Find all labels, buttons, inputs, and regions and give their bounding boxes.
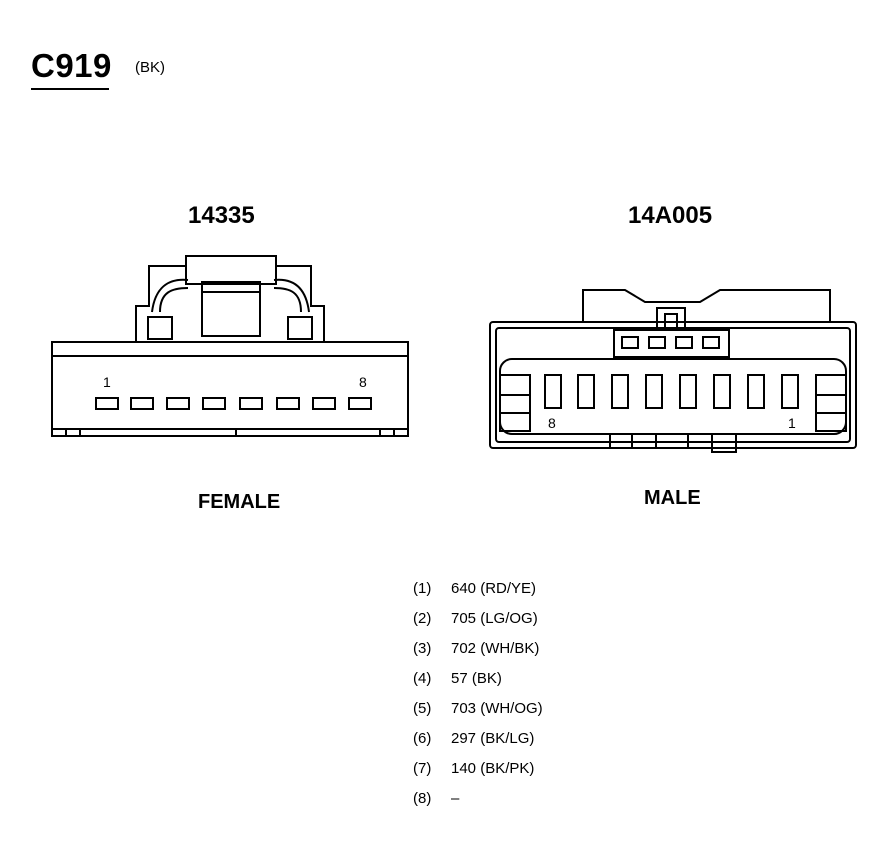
male-terminal bbox=[544, 374, 562, 409]
male-terminal bbox=[679, 374, 697, 409]
pinout-row: (5) 703 (WH/OG) bbox=[413, 694, 543, 724]
female-cavity bbox=[130, 397, 154, 410]
pin-number: (3) bbox=[413, 640, 432, 657]
male-terminal bbox=[713, 374, 731, 409]
female-pin-first-label: 1 bbox=[103, 374, 111, 390]
female-cavity bbox=[348, 397, 372, 410]
pin-number: (6) bbox=[413, 730, 432, 747]
male-pin-last-label: 1 bbox=[788, 415, 796, 431]
pin-circuit: 640 (RD/YE) bbox=[451, 580, 537, 597]
male-terminal-row bbox=[544, 374, 799, 409]
pinout-row: (2) 705 (LG/OG) bbox=[413, 604, 543, 634]
male-part-number: 14A005 bbox=[628, 202, 713, 229]
pinout-row: (6) 297 (BK/LG) bbox=[413, 724, 543, 754]
female-label: FEMALE bbox=[198, 491, 281, 513]
female-cavity bbox=[276, 397, 300, 410]
connector-id: C919 bbox=[31, 47, 112, 84]
male-terminal bbox=[611, 374, 629, 409]
pin-circuit: 705 (LG/OG) bbox=[451, 610, 538, 627]
pinout-row: (3) 702 (WH/BK) bbox=[413, 634, 543, 664]
pin-circuit: 703 (WH/OG) bbox=[451, 700, 543, 717]
pinout-row: (7) 140 (BK/PK) bbox=[413, 754, 543, 784]
female-cavity bbox=[166, 397, 190, 410]
female-connector-drawing bbox=[51, 255, 409, 437]
male-terminal bbox=[747, 374, 765, 409]
female-cavity bbox=[312, 397, 336, 410]
pinout-list: (1) 640 (RD/YE) (2) 705 (LG/OG) (3) 702 (WH… bbox=[413, 574, 543, 814]
female-part-number: 14335 bbox=[188, 202, 255, 229]
pinout-row: (8) – bbox=[413, 784, 543, 814]
male-label: MALE bbox=[644, 487, 701, 509]
pin-circuit: 57 (BK) bbox=[451, 670, 502, 687]
female-cavity bbox=[202, 397, 226, 410]
pin-circuit: 140 (BK/PK) bbox=[451, 760, 535, 777]
pin-circuit: 297 (BK/LG) bbox=[451, 730, 535, 747]
female-cavity-row bbox=[95, 397, 372, 410]
male-terminal bbox=[577, 374, 595, 409]
pin-number: (1) bbox=[413, 580, 432, 597]
pin-number: (8) bbox=[413, 790, 432, 807]
male-connector-drawing bbox=[489, 289, 857, 453]
pin-number: (7) bbox=[413, 760, 432, 777]
female-cavity bbox=[95, 397, 119, 410]
male-terminal bbox=[781, 374, 799, 409]
pinout-row: (1) 640 (RD/YE) bbox=[413, 574, 543, 604]
male-terminal bbox=[645, 374, 663, 409]
pinout-row: (4) 57 (BK) bbox=[413, 664, 543, 694]
pin-number: (4) bbox=[413, 670, 432, 687]
pin-number: (5) bbox=[413, 700, 432, 717]
connector-id-underline bbox=[31, 88, 109, 90]
female-pin-last-label: 8 bbox=[359, 374, 367, 390]
connector-color: (BK) bbox=[135, 59, 165, 76]
pin-circuit: – bbox=[451, 790, 460, 807]
pin-circuit: 702 (WH/BK) bbox=[451, 640, 540, 657]
male-pin-first-label: 8 bbox=[548, 415, 556, 431]
female-cavity bbox=[239, 397, 263, 410]
pin-number: (2) bbox=[413, 610, 432, 627]
